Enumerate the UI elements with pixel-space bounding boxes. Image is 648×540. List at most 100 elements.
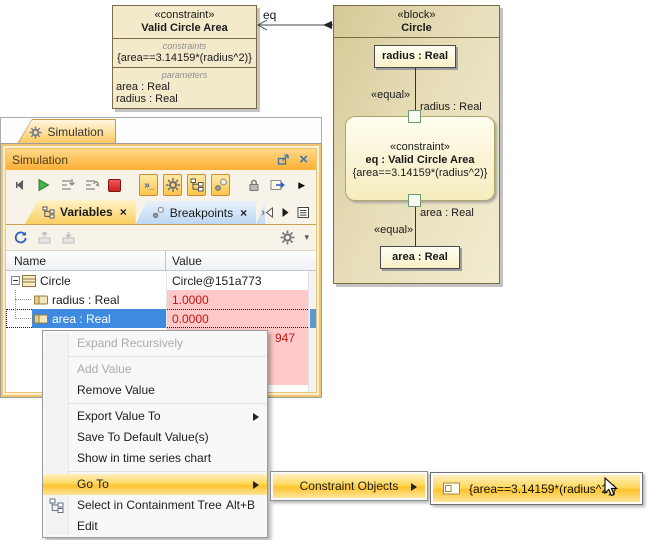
constraint-block-stereotype: «constraint» <box>115 9 254 22</box>
column-header-name[interactable]: Name <box>6 251 166 270</box>
close-icon[interactable]: × <box>299 153 308 167</box>
refresh-icon[interactable] <box>13 230 28 245</box>
dock-tab-strip: Simulation <box>0 117 322 143</box>
table-row-area-selected[interactable]: area : Real 0.0000 <box>6 309 316 328</box>
menu-item-select-in-containment-tree[interactable]: Select in Containment Tree Alt+B <box>43 495 267 516</box>
parameter-area: area : Real <box>116 81 253 93</box>
tab-variables[interactable]: Variables × <box>25 200 136 224</box>
part-area[interactable]: area : Real <box>380 246 460 269</box>
column-header-value[interactable]: Value <box>166 251 316 270</box>
row-value[interactable]: 1.0000 <box>166 290 308 309</box>
step-into-button[interactable] <box>58 174 77 196</box>
run-button[interactable] <box>35 174 54 196</box>
console-toggle-button[interactable]: »_ <box>139 174 158 196</box>
constraint-property-eq[interactable]: «constraint» eq : Valid Circle Area {are… <box>345 116 495 201</box>
menu-item-expand-recursively: Expand Recursively <box>43 333 267 354</box>
slot-icon <box>34 294 48 306</box>
simulation-title: Simulation <box>12 153 68 167</box>
binding-connector-bottom <box>415 207 416 246</box>
animation-back-button[interactable] <box>11 174 30 196</box>
clipped-tab-glyph: › <box>261 207 265 219</box>
menu-separator <box>44 356 266 357</box>
binding-connector-top <box>415 68 416 112</box>
simulation-titlebar[interactable]: Simulation × <box>6 149 316 170</box>
gear-icon <box>166 178 180 192</box>
float-window-icon[interactable] <box>277 153 290 166</box>
tab-close-icon[interactable]: × <box>240 206 247 220</box>
menu-separator <box>44 471 266 472</box>
row-name: area : Real <box>52 312 111 326</box>
menu-item-show-in-time-series-chart[interactable]: Show in time series chart <box>43 448 267 469</box>
variables-pane-toggle-button[interactable] <box>187 174 206 196</box>
export-image-button[interactable] <box>269 174 288 196</box>
menu-item-export-value-to[interactable]: Export Value To <box>43 406 267 427</box>
hierarchy-icon <box>190 178 204 192</box>
menu-item-save-to-default-values[interactable]: Save To Default Value(s) <box>43 427 267 448</box>
tab-clipped[interactable]: › <box>256 201 265 224</box>
submenu-item-constraint-objects[interactable]: Constraint Objects <box>273 474 425 498</box>
eq-connector-label: eq <box>263 8 276 22</box>
options-gear-icon[interactable] <box>280 230 295 245</box>
save-defaults-icon <box>37 231 52 245</box>
pane-tab-bar: Variables × Breakpoints × › <box>6 200 316 225</box>
constraints-compartment-label: constraints <box>116 40 253 52</box>
vertical-scrollbar[interactable] <box>308 271 316 392</box>
mouse-cursor-icon <box>604 477 619 498</box>
row-value[interactable]: 0.0000 <box>166 309 308 328</box>
play-icon <box>37 178 50 192</box>
gear-icon <box>29 126 42 139</box>
breakpoints-icon <box>152 206 165 219</box>
load-defaults-icon <box>61 231 76 245</box>
row-value[interactable]: Circle@151a773 <box>166 271 308 290</box>
parameter-port-radius[interactable] <box>408 110 421 123</box>
menu-shortcut: Alt+B <box>226 495 255 516</box>
slot-icon <box>34 313 48 325</box>
tab-list-icon[interactable] <box>297 206 310 219</box>
constraint-property-expression: {area==3.14159*(radius^2)} <box>346 167 494 180</box>
scrollbar-thumb[interactable] <box>310 309 316 328</box>
step-over-icon <box>84 178 99 192</box>
constraint-property-stereotype: «constraint» <box>346 141 494 154</box>
animation-toggle-button[interactable] <box>163 174 182 196</box>
step-into-icon <box>60 178 75 192</box>
constraint-block-valid-circle-area[interactable]: «constraint» Valid Circle Area constrain… <box>112 5 257 109</box>
tab-variables-label: Variables <box>60 205 113 219</box>
collapse-icon[interactable] <box>11 276 20 285</box>
table-header[interactable]: Name Value <box>6 251 316 271</box>
scroll-tabs-left-icon[interactable] <box>265 207 274 218</box>
breakpoints-pane-toggle-button[interactable] <box>211 174 230 196</box>
submenu-arrow-icon <box>253 481 259 489</box>
equal-label-top: «equal» <box>371 89 410 101</box>
tab-close-icon[interactable]: × <box>120 205 127 219</box>
submenu-arrow-icon <box>411 483 417 491</box>
table-row-radius[interactable]: radius : Real 1.0000 <box>6 290 316 309</box>
tab-breakpoints-label: Breakpoints <box>170 206 233 220</box>
terminate-button[interactable] <box>106 174 125 196</box>
parameters-compartment-label: parameters <box>116 69 253 81</box>
constraint-object-icon <box>443 482 460 495</box>
dock-tab-simulation[interactable]: Simulation <box>18 120 115 144</box>
tab-breakpoints[interactable]: Breakpoints × <box>136 201 256 224</box>
equal-label-bottom: «equal» <box>374 224 413 236</box>
dock-tab-label: Simulation <box>47 125 103 139</box>
simulation-toolbar: »_ ▶ <box>6 170 316 200</box>
lock-button[interactable] <box>245 174 264 196</box>
menu-item-go-to[interactable]: Go To <box>43 474 267 495</box>
table-row-circle[interactable]: Circle Circle@151a773 <box>6 271 316 290</box>
pin-label-radius: radius : Real <box>420 101 482 113</box>
menu-separator <box>44 403 266 404</box>
parameter-port-area[interactable] <box>408 194 421 207</box>
constraint-expression: {area==3.14159*(radius^2)} <box>116 52 253 64</box>
block-circle[interactable]: «block» Circle radius : Real «equal» rad… <box>333 5 500 284</box>
menu-item-edit[interactable]: Edit <box>43 516 267 537</box>
export-image-icon <box>270 178 286 192</box>
variables-toolbar: ▾ <box>6 225 316 251</box>
scroll-tabs-right-icon[interactable] <box>281 207 290 218</box>
menu-item-remove-value[interactable]: Remove Value <box>43 380 267 401</box>
step-over-button[interactable] <box>82 174 101 196</box>
pin-label-area: area : Real <box>420 207 474 219</box>
options-dropdown-icon[interactable]: ▾ <box>304 232 309 243</box>
part-radius[interactable]: radius : Real <box>374 45 456 68</box>
toolbar-overflow-button[interactable]: ▶ <box>292 174 311 196</box>
go-to-submenu: Constraint Objects <box>270 471 428 501</box>
